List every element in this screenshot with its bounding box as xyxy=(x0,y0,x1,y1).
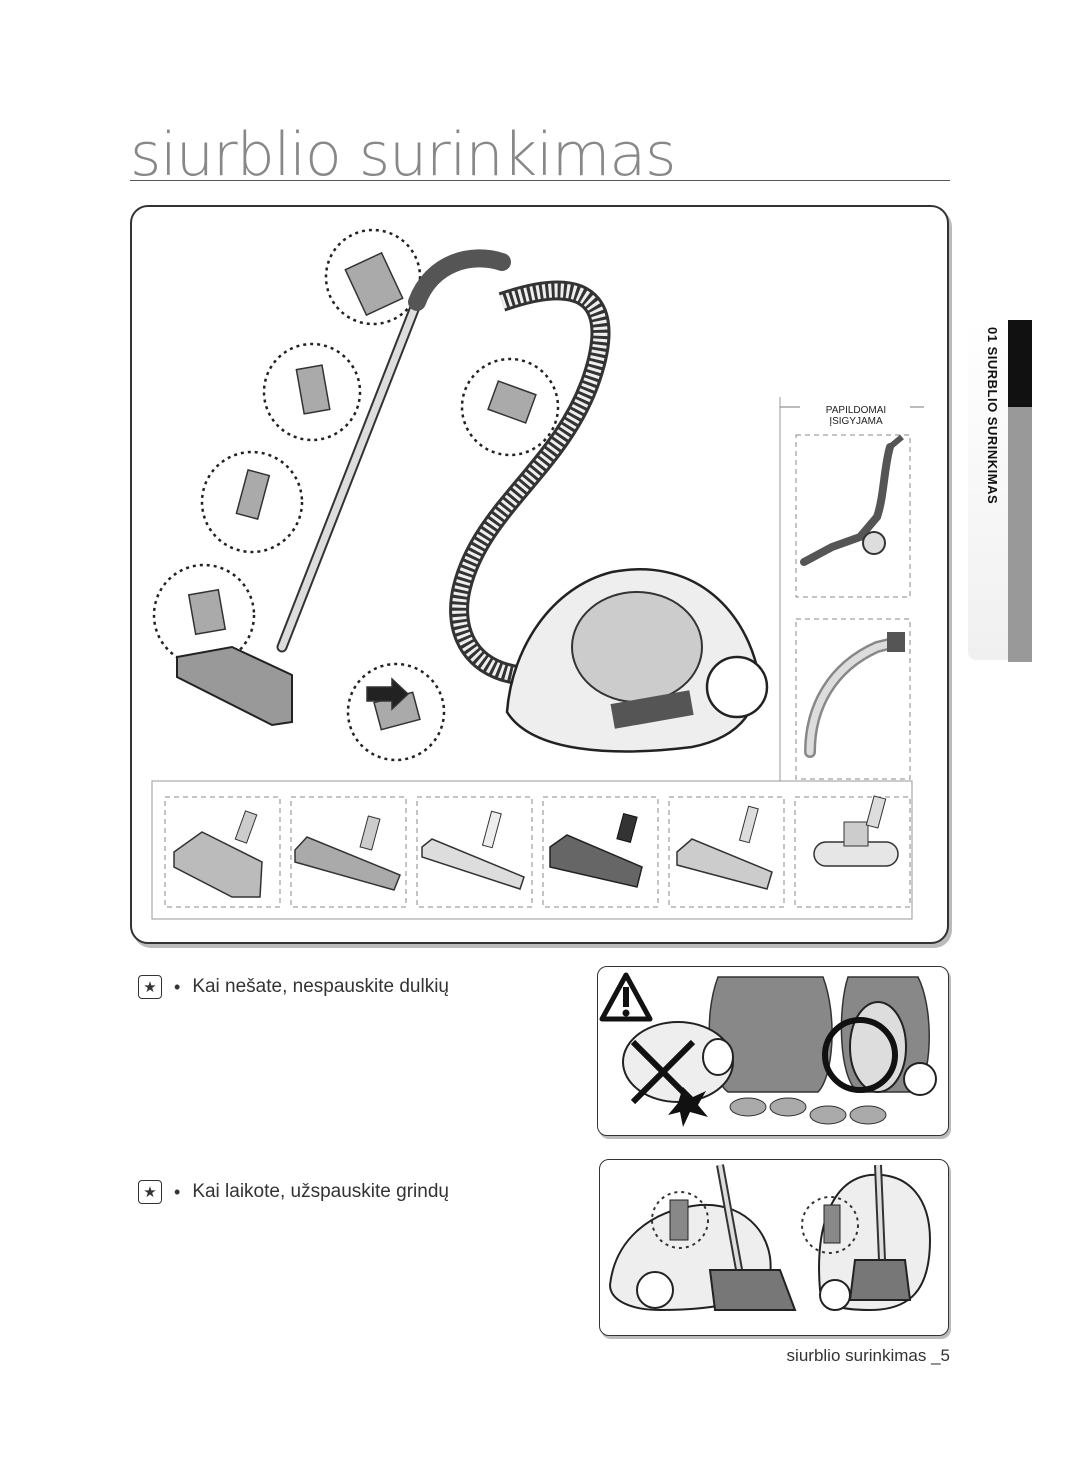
note-carry: ★ • Kai nešate, nespauskite dulkių xyxy=(138,975,449,999)
page-footer: siurblio surinkimas _5 xyxy=(786,1346,950,1365)
optional-accessory-hose-handle xyxy=(795,434,911,598)
storage-lock-illustration xyxy=(608,1164,932,1312)
note-store-text: Kai laikote, užspauskite grindų xyxy=(192,1181,449,1202)
vacuum-body xyxy=(505,568,769,753)
page-title: siurblio surinkimas xyxy=(130,120,676,190)
note-store: ★ • Kai laikote, užspauskite grindų xyxy=(138,1180,449,1204)
section-tab-dark-marker xyxy=(1008,320,1032,407)
star-icon: ★ xyxy=(138,1180,162,1204)
bullet: • xyxy=(174,1181,181,1202)
callout-details xyxy=(187,251,537,731)
assembly-illustration xyxy=(151,228,924,920)
section-tab-label: 01 SIURBLIO SURINKIMAS xyxy=(985,327,1000,505)
section-tab xyxy=(968,320,1008,660)
optional-accessories-label: PAPILDOMAI ĮSIGYJAMA xyxy=(825,405,887,427)
title-rule xyxy=(130,180,950,181)
star-icon: ★ xyxy=(138,975,162,999)
brush-options xyxy=(164,795,911,908)
optional-accessory-bent-tube xyxy=(795,618,911,780)
carry-warning-panel xyxy=(597,966,949,1136)
note-carry-text: Kai nešate, nespauskite dulkių xyxy=(192,976,449,997)
vacuum-wand xyxy=(176,249,511,727)
vacuum-hose xyxy=(449,280,611,685)
bullet: • xyxy=(174,976,181,997)
storage-lock-panel xyxy=(599,1159,949,1336)
section-tab-gray-marker xyxy=(1008,407,1032,662)
carry-warning-illustration xyxy=(599,972,937,1127)
warning-triangle-icon xyxy=(599,972,653,1022)
assembly-panel: PAPILDOMAI ĮSIGYJAMA xyxy=(130,205,949,944)
